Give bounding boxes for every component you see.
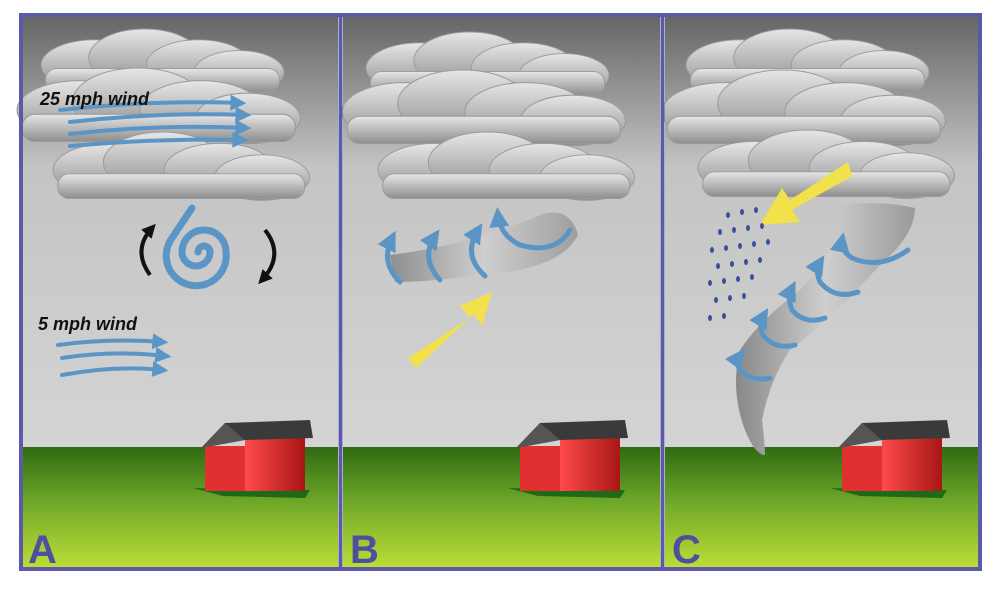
panel-a: 25 mph wind 5 mph wind A <box>16 17 338 572</box>
wind-arrow-icon <box>419 229 443 283</box>
rotating-wind-arrows <box>724 232 911 382</box>
wind-arrow-icon <box>829 232 911 265</box>
wind-arrow-icon <box>68 106 252 124</box>
wind-arrow-icon <box>56 333 169 350</box>
lower-wind-label: 5 mph wind <box>38 314 138 334</box>
lower-wind-arrows <box>56 333 172 377</box>
panel-c: C <box>661 17 980 572</box>
rotation-arrow-icon <box>139 223 277 285</box>
wind-arrow-icon <box>489 207 573 251</box>
wind-arrow-icon <box>68 119 252 136</box>
funnel-icon <box>736 203 915 455</box>
wind-arrow-icon <box>777 280 828 323</box>
wind-arrow-icon <box>463 223 488 279</box>
rotating-wind-arrows <box>377 207 573 285</box>
upper-wind-arrows <box>58 94 252 148</box>
panel-letter-b: B <box>350 528 379 572</box>
panel-letter-c: C <box>672 528 701 572</box>
wind-arrow-icon <box>68 131 249 148</box>
cloud-icon <box>661 28 955 199</box>
horizontal-vortex-tube <box>390 212 578 282</box>
panel-frames <box>19 13 982 571</box>
wind-arrow-icon <box>60 361 169 377</box>
vortex-spiral-icon <box>162 204 230 290</box>
upper-wind-label: 25 mph wind <box>39 89 150 109</box>
wind-arrow-icon <box>58 94 247 112</box>
rain-icon <box>708 207 770 321</box>
wind-arrow-icon <box>60 346 172 363</box>
downdraft-arrow-icon <box>760 162 852 225</box>
panel-letter-a: A <box>28 528 57 572</box>
wind-arrow-icon <box>805 255 861 297</box>
updraft-arrow-icon <box>408 292 492 368</box>
wind-arrow-icon <box>377 230 403 285</box>
wind-arrow-icon <box>749 308 798 349</box>
wind-arrow-icon <box>724 348 773 382</box>
panel-b: B <box>341 17 660 572</box>
